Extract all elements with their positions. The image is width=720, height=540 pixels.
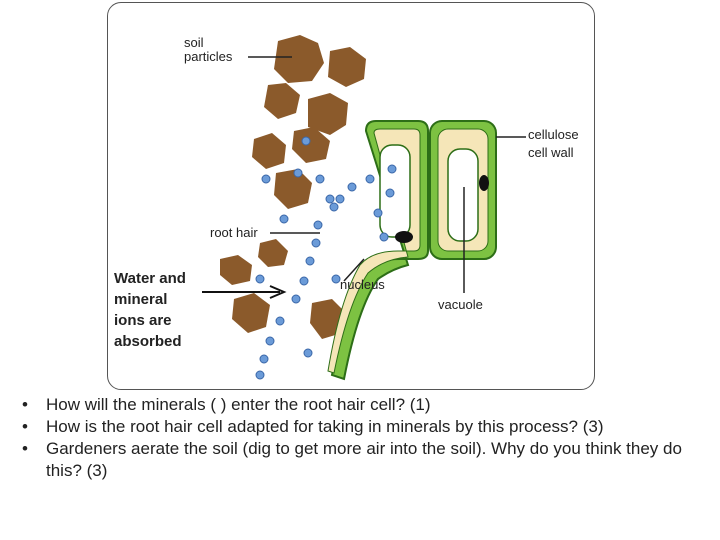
soil-particle	[308, 93, 348, 135]
question-text: How is the root hair cell adapted for ta…	[46, 417, 604, 436]
label-water-4: absorbed	[114, 333, 182, 350]
bullet: •	[22, 417, 28, 436]
soil-particle	[232, 293, 270, 333]
soil-particle	[328, 47, 366, 87]
label-water-2: mineral	[114, 291, 167, 308]
neighbour-cell	[429, 120, 497, 260]
label-water-3: ions are	[114, 312, 172, 329]
vacuole-right	[447, 148, 479, 242]
label-cellulose: cellulose	[528, 127, 579, 142]
soil-particle	[292, 127, 330, 163]
leader-lines	[248, 56, 526, 293]
soil-particles	[220, 35, 366, 339]
root-hair-diagram: soil particles cellulose cell wall root …	[107, 2, 595, 390]
bullet: •	[22, 395, 28, 414]
nucleus-left	[395, 231, 413, 243]
label-water-1: Water and	[114, 270, 186, 287]
vacuole-left	[379, 144, 411, 238]
label-root-hair: root hair	[210, 225, 258, 240]
soil-particle	[258, 239, 288, 267]
question-item: • Gardeners aerate the soil (dig to get …	[22, 438, 714, 482]
absorption-arrow	[202, 285, 287, 299]
mineral-ions	[255, 136, 397, 380]
bullet: •	[22, 439, 28, 458]
question-list: • How will the minerals ( ) enter the ro…	[22, 394, 714, 482]
label-nucleus: nucleus	[340, 277, 385, 292]
question-item: • How will the minerals ( ) enter the ro…	[22, 394, 714, 416]
nucleus-right	[479, 175, 489, 191]
soil-particle	[274, 169, 312, 209]
label-vacuole: vacuole	[438, 297, 483, 312]
root-hair-cell	[327, 120, 429, 381]
question-text: Gardeners aerate the soil (dig to get mo…	[46, 439, 682, 480]
soil-particle	[220, 255, 252, 285]
root-hair-illustration: soil particles cellulose cell wall root …	[114, 35, 579, 381]
soil-particle	[274, 35, 324, 83]
soil-particle	[252, 133, 286, 169]
question-item: • How is the root hair cell adapted for …	[22, 416, 714, 438]
label-soil: soil	[184, 35, 204, 50]
label-particles: particles	[184, 49, 233, 64]
question-text: How will the minerals ( ) enter the root…	[46, 395, 431, 414]
soil-particle	[264, 83, 300, 119]
label-cell-wall: cell wall	[528, 145, 574, 160]
